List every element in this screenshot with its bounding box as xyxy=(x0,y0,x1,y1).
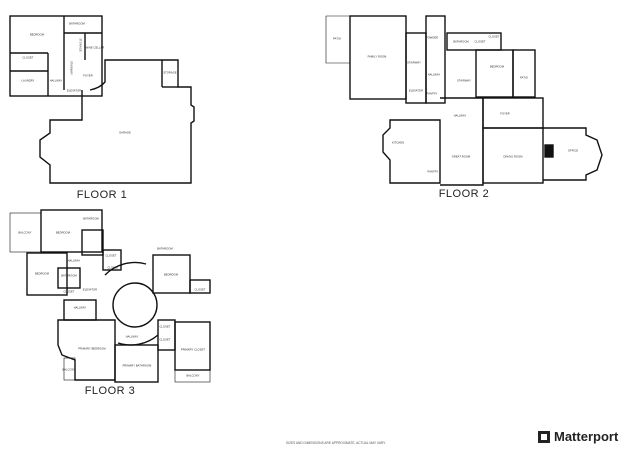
disclaimer: SIZES AND DIMENSIONS ARE APPROXIMATE, AC… xyxy=(286,441,386,445)
room-label: HALLWAY xyxy=(49,79,63,83)
room-label: STAIRWAY xyxy=(69,61,73,75)
room-label: CLOSET xyxy=(194,288,206,292)
room-label: PATIO xyxy=(520,76,528,80)
floor-3-walls xyxy=(9,209,211,383)
room-label: ELEVATOR xyxy=(66,89,82,93)
room-label: LAUNDRY xyxy=(21,79,35,83)
room-label: KITCHEN xyxy=(391,141,405,145)
brand-name: Matterport xyxy=(554,429,619,444)
room-label: STAIRWAY xyxy=(457,79,471,83)
room-label: HALLWAY xyxy=(125,335,139,339)
room-label: PRIMARY BATHROOM xyxy=(122,364,152,368)
floor-3-title: FLOOR 3 xyxy=(84,385,136,397)
floor-1-title: FLOOR 1 xyxy=(76,189,128,201)
room-label: BEDROOM xyxy=(34,272,50,276)
room-label: ELEVATOR xyxy=(408,89,424,93)
room-label: CLOSET xyxy=(22,56,34,60)
room-label: BALCONY xyxy=(18,231,32,235)
room-label: BEDROOM xyxy=(29,33,45,37)
room-label: BALCONY xyxy=(62,368,76,372)
room-label: BALCONY xyxy=(186,374,200,378)
room-label: ELEVATOR xyxy=(82,288,98,292)
room-label: HALLWAY xyxy=(73,306,87,310)
room-label: CLOSET xyxy=(488,35,500,39)
room-label: FAMILY ROOM xyxy=(367,55,387,59)
room-label: BATHROOM xyxy=(69,22,85,26)
room-label: PRIMARY BEDROOM xyxy=(78,347,106,351)
room-label: CLOSET xyxy=(474,40,486,44)
room-label: POWDER xyxy=(425,36,439,40)
room-label: CLOSET xyxy=(107,266,119,270)
floor-2-walls xyxy=(325,15,603,186)
room-label: STORAGE xyxy=(78,38,82,52)
room-label: BATHROOM xyxy=(453,40,469,44)
room-label: OFFICE xyxy=(567,149,579,153)
floor-2-title: FLOOR 2 xyxy=(438,188,490,200)
room-label: CLOSET xyxy=(159,325,171,329)
floor-1-walls xyxy=(9,15,195,184)
room-label: WINE CELLAR xyxy=(85,46,105,50)
room-label: STAIRWAY xyxy=(407,61,421,65)
room-label: PANTRY xyxy=(427,170,439,174)
room-label: PATIO xyxy=(333,37,341,41)
room-label: BATHROOM xyxy=(157,247,173,251)
room-label: HALLWAY xyxy=(67,259,81,263)
room-label: PANTRY xyxy=(426,92,438,96)
room-label: BEDROOM xyxy=(163,273,179,277)
room-label: FOYER xyxy=(83,74,93,78)
room-label: CLOSET xyxy=(105,254,117,258)
matterport-logo: Matterport xyxy=(538,429,618,444)
matterport-logo-icon xyxy=(538,430,550,443)
room-label: PRIMARY CLOSET xyxy=(180,348,206,352)
room-label: DINING ROOM xyxy=(503,155,523,159)
room-label: CLOSET xyxy=(159,338,171,342)
room-label: FOYER xyxy=(500,112,510,116)
room-label: HALLWAY xyxy=(427,73,441,77)
room-label: HALLWAY xyxy=(453,114,467,118)
room-label: BATHROOM xyxy=(83,217,99,221)
room-label: STORAGE xyxy=(163,71,177,75)
room-label: BATHROOM xyxy=(61,274,77,278)
room-label: BEDROOM xyxy=(55,231,71,235)
room-label: GARAGE xyxy=(119,131,131,135)
room-label: CLOSET xyxy=(63,290,75,294)
room-label: GREAT ROOM xyxy=(451,155,471,159)
room-label: BEDROOM xyxy=(489,65,505,69)
